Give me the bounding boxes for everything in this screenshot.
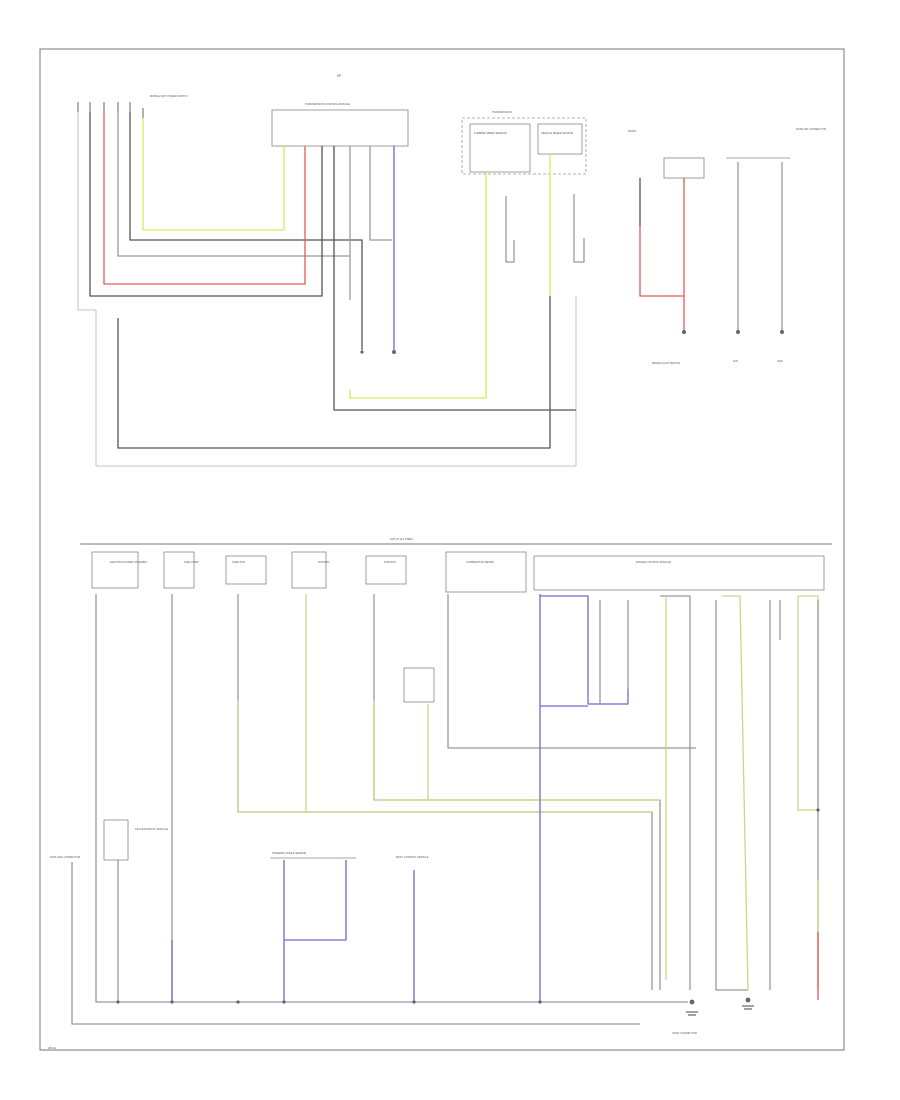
page-ref: WD-91 (48, 1046, 57, 1050)
lower-caption-2: IGN (733, 359, 738, 363)
bottom-module-label-3: INJECTOR (232, 560, 245, 564)
top-wires (77, 112, 783, 467)
right-top-label: RADIO (628, 129, 636, 133)
left-connector (77, 102, 144, 118)
lower-left-module-box (103, 819, 129, 861)
splice-label: JOINT CONNECTOR (672, 1031, 697, 1035)
bottom-wires (71, 594, 819, 1025)
vehicle-speed-sensor (537, 123, 583, 155)
lower-mid-module-2: BODY CONTROL MODULE (396, 855, 429, 859)
bottom-module-label-2: FUEL PUMP (184, 560, 199, 564)
module-combination-meter (445, 551, 527, 593)
lower-left-module-2: KEYLESS ENTRY MODULE (135, 827, 168, 831)
bottom-module-label-1: ELECTRIC POWER STEERING (110, 560, 147, 564)
trans-sensor-1-label: TURBINE SPEED SENSOR (474, 131, 507, 135)
radio-unit (663, 157, 705, 179)
engine-module-label: ENGINE CONTROL MODULE (636, 560, 671, 564)
bottom-module-label-6: COMBINATION METER (466, 560, 494, 564)
bottom-modules (91, 551, 825, 593)
power-bus-label: HOT AT ALL TIMES (390, 537, 413, 541)
lower-mid-module-1: STEERING ANGLE SENSOR (272, 851, 306, 855)
transmission-control-module (271, 109, 409, 147)
module-eps (91, 551, 139, 589)
top-block-label: I/P (337, 74, 341, 78)
lower-left-caption: BRAKE LIGHT SWITCH (652, 361, 680, 365)
right-module-label: DATALINK CONNECTOR (796, 127, 826, 131)
module-engine-control (533, 555, 825, 591)
module-fuel-pump (163, 551, 195, 589)
bottom-module-label-5: IGNITION (384, 560, 396, 564)
lower-left-module-1: DATA LINK CONNECTOR (50, 855, 80, 859)
module-ignition-2 (365, 555, 407, 585)
diagram-frame (39, 48, 845, 1051)
ground-symbols (686, 1005, 754, 1016)
joint-connectors (116, 808, 820, 1005)
left-top-label: MOBILE UNIT POWER SUPPLY (150, 94, 188, 98)
sub-module-ignition (403, 667, 435, 703)
turbine-speed-sensor (469, 123, 531, 173)
transmission-housing (461, 117, 587, 175)
module-injector (225, 555, 267, 585)
lower-caption-3: GND (777, 359, 783, 363)
module-top-label: TRANSMISSION CONTROL MODULE (305, 102, 350, 106)
top-terminals (360, 330, 784, 354)
transmission-label: TRANSMISSION (492, 110, 512, 114)
module-ignition-1 (291, 551, 327, 589)
trans-sensor-2-label: VEHICLE SPEED SENSOR (541, 131, 573, 135)
bottom-module-label-4: IGNITION (318, 560, 330, 564)
